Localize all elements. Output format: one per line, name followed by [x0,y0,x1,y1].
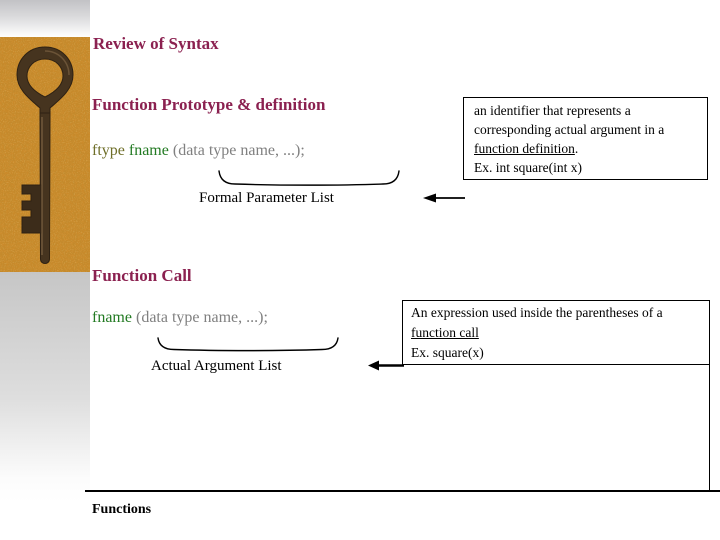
code-args-token: (data type name, ...); [168,142,305,159]
callout-line: an identifier that represents a [474,103,631,118]
callout-underlined-term: function call [411,325,479,340]
actual-argument-list-label: Actual Argument List [151,358,282,374]
prototype-code-line: ftype fname (data type name, ...); [92,142,305,160]
prototype-callout-box: an identifier that represents a correspo… [463,97,708,180]
left-arrow-icon [423,192,465,204]
footer-divider-line [85,490,720,492]
footer-label: Functions [92,502,152,517]
underbrace-icon [217,169,401,188]
code-args-token: (data type name, ...); [131,309,268,326]
key-image-icon [0,37,90,272]
section-call-heading: Function Call [92,266,192,285]
callout-line-suffix: . [574,141,579,156]
callout-line: function call [411,323,703,343]
left-arrow-icon [368,359,404,372]
top-gradient-bar [0,0,90,37]
code-ftype-token: ftype [92,142,125,159]
callout-line: corresponding actual argument in a [474,122,665,137]
callout-line: function definition. [474,139,701,158]
formal-parameter-list-label: Formal Parameter List [199,190,334,206]
callout-line: An expression used inside the parenthese… [411,305,663,320]
callout-example-line: Ex. int square(int x) [474,160,582,175]
left-gradient-bar [0,272,90,502]
call-callout-box: An expression used inside the parenthese… [402,300,710,365]
underbrace-icon [156,336,340,353]
callout-underlined-term: function definition [474,141,575,156]
key-photo [0,37,90,272]
code-fname-token: fname [124,142,169,159]
slide-title: Review of Syntax [93,34,219,53]
callout-example-line: Ex. square(x) [411,345,484,360]
section-prototype-heading: Function Prototype & definition [92,95,326,114]
code-fname-token: fname [92,309,132,326]
callout-box-right-border-extension [708,365,710,491]
call-code-line: fname (data type name, ...); [92,309,268,327]
